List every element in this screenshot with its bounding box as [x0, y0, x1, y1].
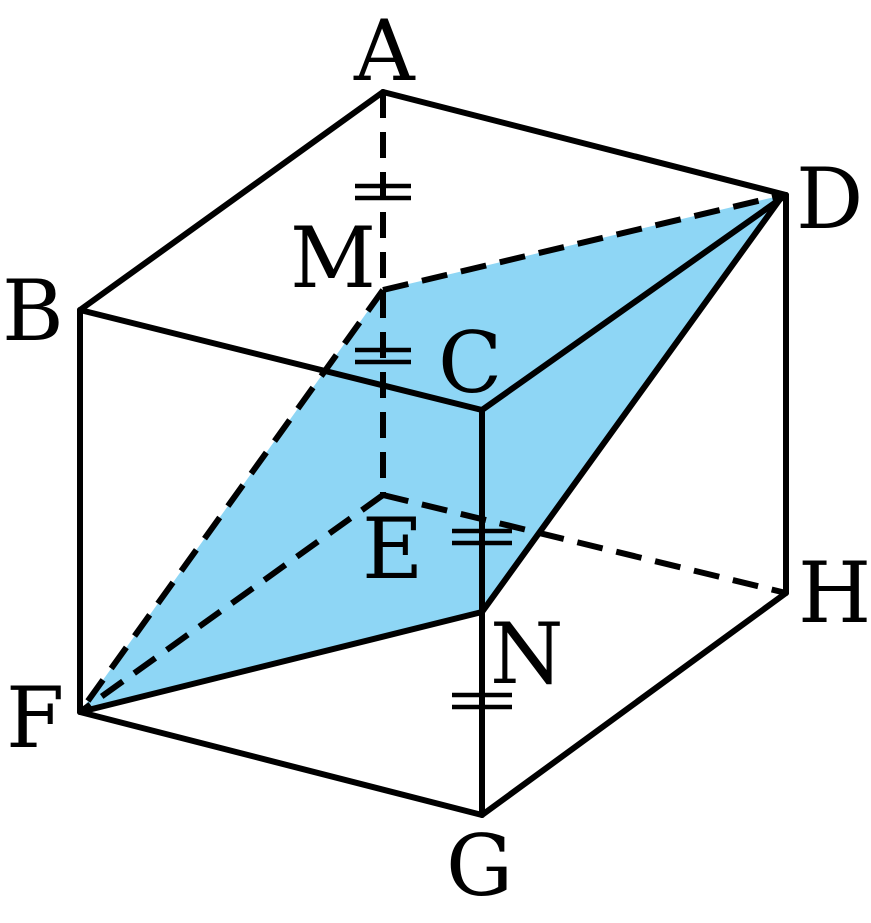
- edge-gh: [479, 590, 789, 818]
- label-c: C: [438, 314, 502, 412]
- tick-mark-ng: [452, 692, 512, 710]
- tick-mark-eh: [452, 528, 512, 546]
- label-a: A: [353, 2, 416, 100]
- tick-mark-am: [355, 183, 411, 201]
- label-n: N: [490, 605, 564, 703]
- segment-md: [382, 192, 784, 293]
- label-d: D: [796, 150, 863, 248]
- edge-bc: [77, 307, 485, 413]
- edge-ef: [78, 492, 385, 715]
- edge-fg: [77, 709, 485, 818]
- segment-nd: [479, 192, 786, 615]
- segment-fn: [77, 609, 485, 715]
- label-f: F: [6, 669, 64, 767]
- label-b: B: [2, 262, 64, 360]
- edge-cd: [479, 192, 789, 413]
- edge-ab: [77, 89, 386, 313]
- label-h: H: [798, 544, 871, 642]
- label-g: G: [446, 817, 513, 915]
- label-e: E: [362, 500, 423, 598]
- tick-mark-me: [355, 347, 411, 365]
- edge-ad: [380, 89, 789, 198]
- edge-eh: [382, 492, 787, 596]
- segment-mf: [77, 288, 386, 714]
- label-m: M: [290, 209, 376, 307]
